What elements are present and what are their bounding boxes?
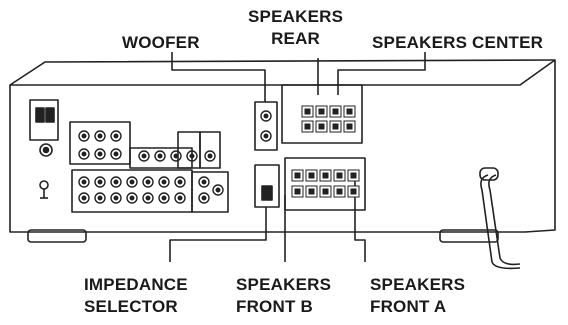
antenna-terminal-block <box>29 99 59 141</box>
woofer-label: WOOFER <box>122 33 200 52</box>
front-speaker-terminals <box>284 157 366 211</box>
impedance-leader <box>169 207 267 262</box>
impedance-selector-line2: SELECTOR <box>84 297 178 316</box>
speakers-center-label: SPEAKERS CENTER <box>372 33 544 52</box>
ground-icon <box>39 180 49 190</box>
woofer-jacks <box>254 101 278 151</box>
impedance-selector-line1: IMPEDANCE <box>84 275 188 294</box>
impedance-selector-switch <box>254 164 280 208</box>
speakers-front-a-label: SPEAKERS FRONT A <box>370 274 465 318</box>
speakers-front-b-line2: FRONT B <box>236 297 313 316</box>
ground-knob <box>39 143 53 157</box>
left-foot <box>27 229 87 243</box>
speakers-front-b-label: SPEAKERS FRONT B <box>236 274 331 318</box>
rear-center-speaker-terminals <box>281 84 363 144</box>
speakers-front-a-line1: SPEAKERS <box>370 275 466 294</box>
speakers-rear-line2: REAR <box>271 29 321 48</box>
speakers-front-a-line2: FRONT A <box>370 297 447 316</box>
input-jacks-upper <box>69 121 131 165</box>
woofer-leader <box>171 52 266 102</box>
speakers-rear-line1: SPEAKERS <box>248 7 344 26</box>
right-foot <box>439 229 499 243</box>
impedance-selector-label: IMPEDANCE SELECTOR <box>84 274 188 318</box>
speakers-front-b-line1: SPEAKERS <box>236 275 332 294</box>
power-cord <box>480 174 521 270</box>
center-leader <box>337 52 426 95</box>
cabinet-top-edge <box>9 59 556 86</box>
cabinet-body <box>9 59 556 233</box>
front-a-leader <box>354 175 366 262</box>
speakers-rear-label: SPEAKERS REAR <box>248 6 343 50</box>
